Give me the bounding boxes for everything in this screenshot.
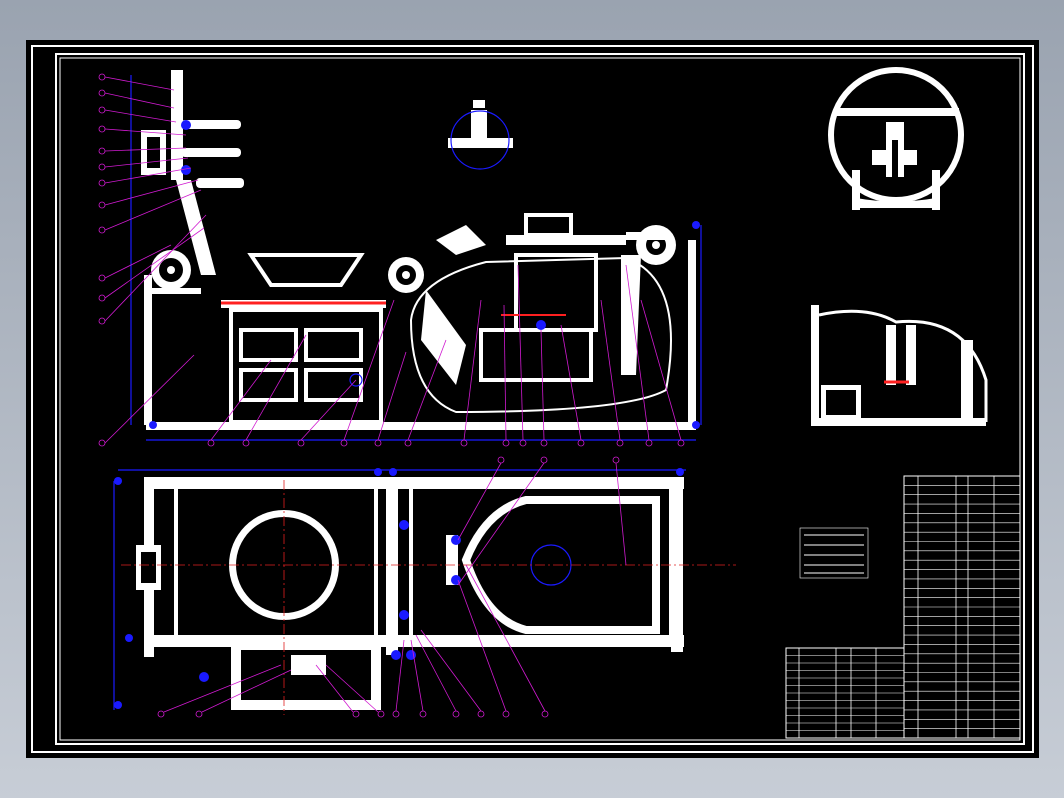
side-detail-view bbox=[811, 305, 988, 426]
detail-circle-blue bbox=[450, 110, 510, 170]
arm-1 bbox=[181, 120, 241, 129]
section-ring bbox=[828, 67, 964, 203]
plan-leaders bbox=[157, 456, 627, 718]
top-small-detail-view bbox=[448, 100, 513, 170]
outer-frame bbox=[31, 45, 1034, 753]
cad-drawing bbox=[31, 45, 1034, 753]
inner-frame-line bbox=[59, 57, 1021, 741]
front-leaders bbox=[98, 73, 685, 447]
technical-notes bbox=[799, 527, 869, 579]
arm-3 bbox=[196, 178, 244, 188]
cad-drawing-sheet bbox=[26, 40, 1039, 758]
left-column bbox=[144, 275, 152, 425]
lever-arm bbox=[436, 225, 486, 255]
arm-2 bbox=[181, 148, 241, 157]
front-elevation-view bbox=[130, 70, 702, 441]
inner-frame bbox=[55, 53, 1025, 745]
table-fixture bbox=[247, 253, 365, 287]
base-rail bbox=[146, 422, 696, 430]
motor-box bbox=[524, 213, 573, 237]
plan-view bbox=[113, 468, 736, 715]
mast-arm bbox=[176, 180, 216, 275]
bracket-arm bbox=[421, 290, 466, 385]
plan-frame-right bbox=[409, 483, 673, 642]
head-beam bbox=[506, 235, 626, 245]
guard-outline bbox=[409, 256, 672, 414]
mast bbox=[171, 70, 183, 180]
section-detail-view bbox=[828, 67, 964, 210]
right-column bbox=[688, 240, 696, 425]
